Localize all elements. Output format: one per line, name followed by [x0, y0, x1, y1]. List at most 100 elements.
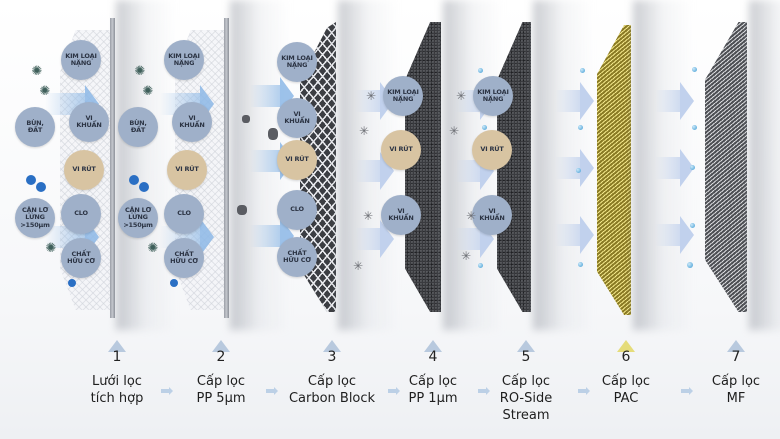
pointer-triangle-icon: [517, 340, 535, 352]
virus-particle-icon: ✳: [352, 259, 364, 273]
dirt-particle-icon: [268, 128, 278, 140]
stage-name: Lưới lọc tích hợp: [90, 374, 144, 406]
pointer-triangle-icon: [323, 340, 341, 352]
dirt-particle-icon: [242, 115, 250, 123]
filter-5-ro-side-stream: [497, 22, 531, 312]
stage-name: Cấp lọc MF: [711, 374, 761, 406]
contaminant-virus: VI RÚT: [381, 130, 421, 170]
stage-number: 2: [216, 349, 226, 365]
virus-particle-icon: ✳: [465, 209, 477, 223]
flow-arrow: [655, 149, 694, 187]
heavy-metal-particle-icon: ✺: [134, 64, 146, 79]
stage-2-label: 2 Cấp lọc PP 5µm: [171, 340, 271, 407]
filter-7-mf: [705, 22, 747, 312]
virus-particle-icon: ✳: [365, 89, 377, 103]
stage-4-label: 4 Cấp lọc PP 1µm: [383, 340, 483, 407]
filter-6-pac: [597, 25, 631, 315]
contaminant-suspended-solids: CẶN LƠ LỬNG >150µm: [118, 198, 158, 238]
contaminant-mud-soil: BÙN, ĐẤT: [15, 107, 55, 147]
stage-number: 1: [112, 349, 122, 365]
stage-6-label: 6 Cấp lọc PAC: [576, 340, 676, 407]
pointer-triangle-icon: [108, 340, 126, 352]
stage-number: 3: [327, 349, 337, 365]
virus-particle-icon: ✳: [362, 209, 374, 223]
stage-number: 6: [621, 349, 631, 365]
contaminant-heavy-metal: KIM LOẠI NẶNG: [383, 76, 423, 116]
contaminant-virus: VI RÚT: [64, 150, 104, 190]
flow-arrow: [250, 142, 294, 180]
next-arrow-icon: [266, 387, 278, 395]
flow-arrow: [355, 152, 394, 190]
organic-molecule-icon: [129, 175, 139, 185]
virus-particle-icon: ✳: [460, 249, 472, 263]
contaminant-suspended-solids: CẶN LƠ LỬNG >150µm: [15, 198, 55, 238]
flow-arrow: [555, 149, 594, 187]
stage-5-label: 5 Cấp lọc RO-Side Stream: [476, 340, 576, 424]
heavy-metal-particle-icon: ✺: [142, 84, 154, 99]
contaminant-chlorine: CLO: [61, 194, 101, 234]
stage-labels: 1 Lưới lọc tích hợp 2 Cấp lọc PP 5µm 3 C…: [0, 330, 780, 439]
organic-molecule-icon: [170, 279, 178, 287]
pointer-triangle-icon: [727, 340, 745, 352]
water-drop-icon: [692, 67, 697, 72]
stage-3-label: 3 Cấp lọc Carbon Block: [282, 340, 382, 407]
next-arrow-icon: [478, 387, 490, 395]
next-arrow-icon: [161, 387, 173, 395]
contaminant-mud-soil: BÙN, ĐẤT: [118, 107, 158, 147]
flow-arrow: [655, 82, 694, 120]
water-drop-icon: [478, 263, 483, 268]
water-drop-icon: [482, 125, 487, 130]
stage-number: 5: [521, 349, 531, 365]
contaminant-chlorine: CLO: [164, 194, 204, 234]
stage-name: Cấp lọc Carbon Block: [288, 374, 376, 406]
organic-molecule-icon: [139, 182, 149, 192]
water-drop-icon: [576, 168, 581, 173]
organic-molecule-icon: [26, 175, 36, 185]
stage-number: 7: [731, 349, 741, 365]
organic-molecule-icon: [68, 279, 76, 287]
stage-name: Cấp lọc RO-Side Stream: [499, 374, 553, 423]
water-drop-icon: [578, 125, 583, 130]
organic-molecule-icon: [36, 182, 46, 192]
contaminant-bacteria: VI KHUẨN: [472, 195, 512, 235]
stage-7-label: 7 Cấp lọc MF: [686, 340, 780, 407]
contaminant-heavy-metal: KIM LOẠI NẶNG: [61, 40, 101, 80]
flow-arrow: [655, 216, 694, 254]
contaminant-virus: VI RÚT: [277, 140, 317, 180]
next-arrow-icon: [578, 387, 590, 395]
virus-particle-icon: ✳: [455, 89, 467, 103]
contaminant-heavy-metal: KIM LOẠI NẶNG: [277, 42, 317, 82]
stage-name: Cấp lọc PAC: [601, 374, 651, 406]
pointer-triangle-icon: [424, 340, 442, 352]
heavy-metal-particle-icon: ✺: [39, 84, 51, 99]
flow-arrow: [355, 220, 394, 258]
filter-1-frame: [110, 18, 115, 318]
stage-name: Cấp lọc PP 5µm: [196, 374, 246, 406]
stage-1-label: 1 Lưới lọc tích hợp: [67, 340, 167, 407]
contaminant-bacteria: VI KHUẨN: [69, 102, 109, 142]
next-arrow-icon: [388, 387, 400, 395]
flow-arrow: [555, 82, 594, 120]
pointer-triangle-icon: [212, 340, 230, 352]
dirt-particle-icon: [237, 205, 247, 215]
filter-2-frame: [224, 18, 229, 318]
water-drop-icon: [687, 262, 693, 268]
contaminant-organic-matter: CHẤT HỮU CƠ: [164, 238, 204, 278]
flow-arrow: [555, 216, 594, 254]
flow-arrow: [250, 217, 294, 255]
contaminant-chlorine: CLO: [277, 190, 317, 230]
contaminant-organic-matter: CHẤT HỮU CƠ: [277, 237, 317, 277]
contaminant-heavy-metal: KIM LOẠI NẶNG: [473, 76, 513, 116]
virus-particle-icon: ✳: [448, 124, 460, 138]
contaminant-bacteria: VI KHUẨN: [277, 98, 317, 138]
contaminant-organic-matter: CHẤT HỮU CƠ: [61, 238, 101, 278]
filter-7-shadow: [749, 0, 780, 330]
contaminant-virus: VI RÚT: [167, 150, 207, 190]
contaminant-bacteria: VI KHUẨN: [172, 102, 212, 142]
heavy-metal-particle-icon: ✺: [31, 64, 43, 79]
contaminant-bacteria: VI KHUẨN: [381, 195, 421, 235]
water-drop-icon: [578, 262, 583, 267]
contaminant-virus: VI RÚT: [472, 130, 512, 170]
stage-name: Cấp lọc PP 1µm: [408, 374, 458, 406]
pointer-triangle-icon: [617, 340, 635, 352]
